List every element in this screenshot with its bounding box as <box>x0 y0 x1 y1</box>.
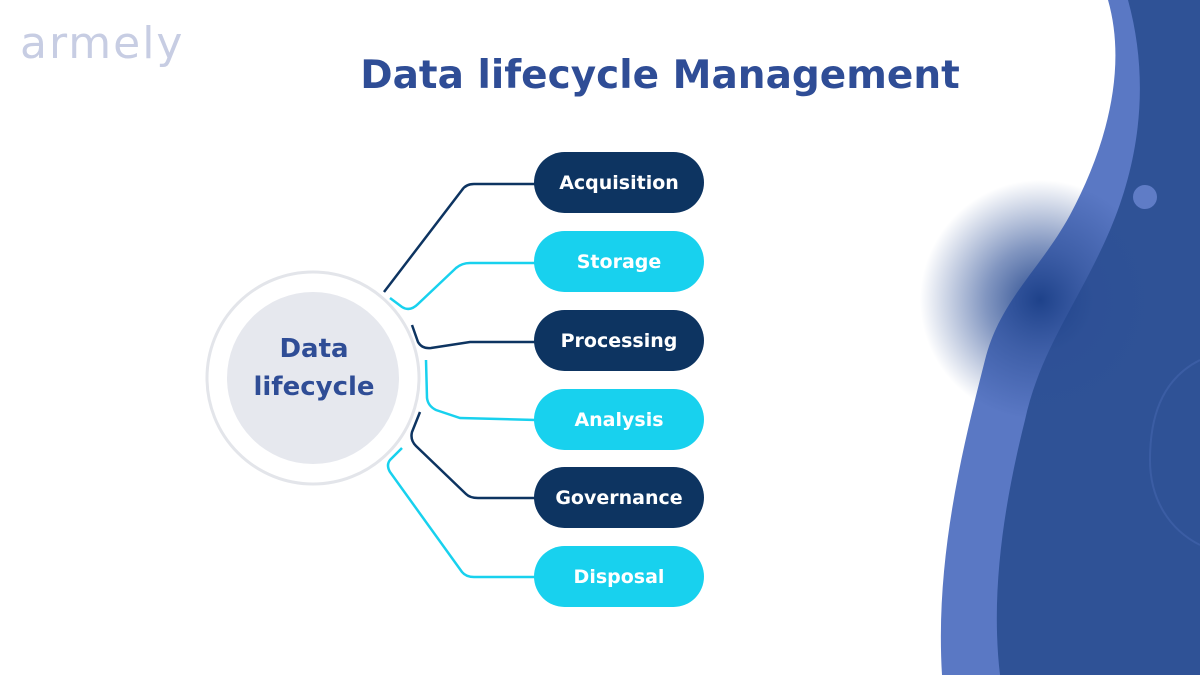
wave-glow <box>920 180 1160 420</box>
stage-disposal: Disposal <box>534 546 704 607</box>
center-ring <box>205 270 421 486</box>
connector-analysis <box>424 359 537 422</box>
connector-disposal <box>386 447 536 579</box>
center-label-line1: Data <box>279 334 349 364</box>
wave-arc <box>1148 359 1200 546</box>
center-label: Data lifecycle <box>230 330 398 406</box>
armely-logo: armely <box>20 18 185 69</box>
center-label-line2: lifecycle <box>253 372 375 402</box>
connector-governance <box>410 411 536 500</box>
wave-dot <box>1133 185 1157 209</box>
page-title: Data lifecycle Management <box>360 53 960 98</box>
connector-processing <box>410 324 536 350</box>
stage-governance: Governance <box>534 467 704 528</box>
stage-analysis: Analysis <box>534 389 704 450</box>
connector-storage <box>389 261 536 311</box>
connector-acquisition <box>383 182 536 293</box>
stage-storage: Storage <box>534 231 704 292</box>
center-circle <box>227 292 399 464</box>
stage-acquisition: Acquisition <box>534 152 704 213</box>
stage-processing: Processing <box>534 310 704 371</box>
